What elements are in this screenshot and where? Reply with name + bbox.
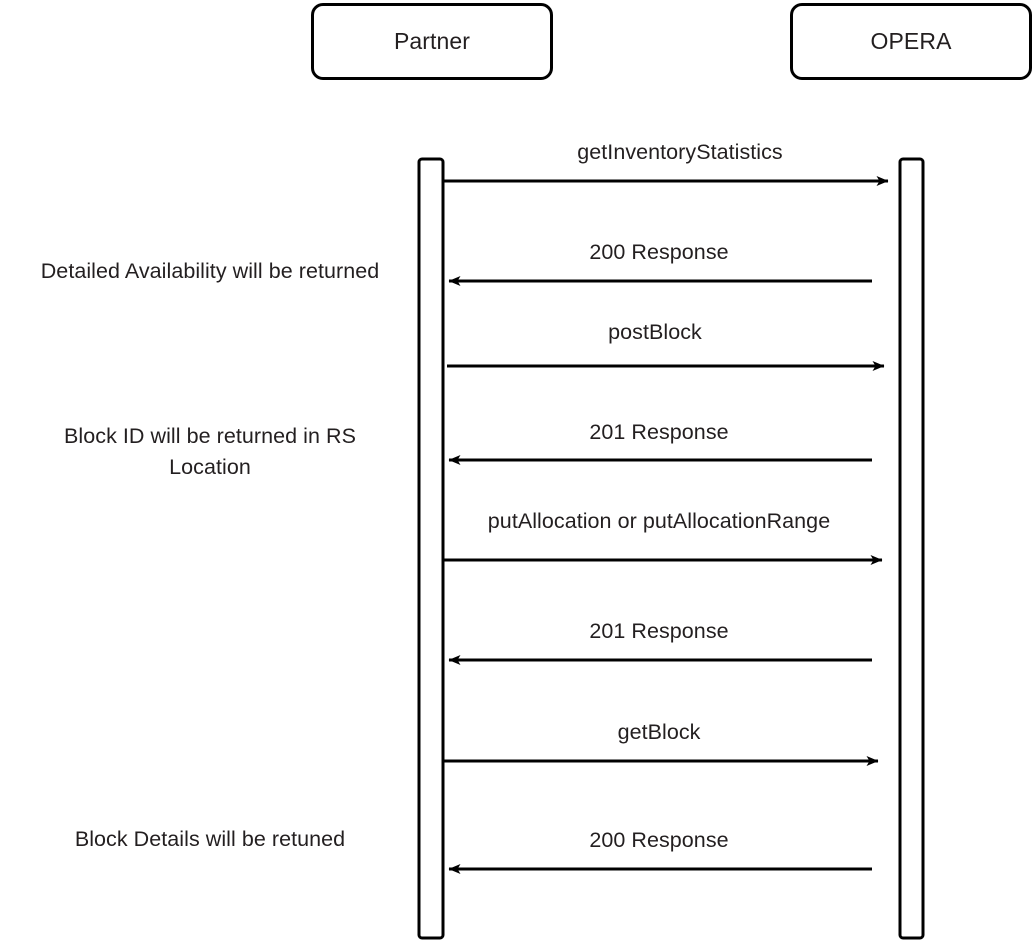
activation-bar-opera xyxy=(898,157,925,940)
message-label-4: 201 Response xyxy=(589,420,729,444)
note-block-id: Block ID will be returned in RS Location xyxy=(64,421,356,483)
message-label-2: 200 Response xyxy=(589,240,729,264)
note-block-details-line-1: Block Details will be retuned xyxy=(74,827,346,851)
message-label-5: putAllocation or putAllocationRange xyxy=(487,509,831,533)
lifeline-header-opera-label: OPERA xyxy=(870,28,952,54)
lifeline-header-partner[interactable]: Partner xyxy=(311,3,553,80)
activation-bar-partner xyxy=(417,157,445,940)
message-arrows xyxy=(444,176,889,874)
note-block-id-line-2: Location xyxy=(169,455,251,479)
lifeline-header-opera[interactable]: OPERA xyxy=(790,3,1032,80)
note-block-details: Block Details will be retuned xyxy=(75,824,345,855)
message-label-7: getBlock xyxy=(617,720,701,744)
note-block-id-line-1: Block ID will be returned in RS xyxy=(64,424,356,448)
note-availability: Detailed Availability will be returned xyxy=(41,256,380,287)
note-availability-line-1: Detailed Availability will be returned xyxy=(40,259,380,283)
message-label-6: 201 Response xyxy=(589,619,729,643)
lifeline-header-partner-label: Partner xyxy=(393,28,471,54)
activation-bars xyxy=(417,157,925,940)
message-label-3: postBlock xyxy=(608,320,702,344)
message-label-1: getInventoryStatistics xyxy=(577,140,783,164)
message-label-8: 200 Response xyxy=(589,828,729,852)
